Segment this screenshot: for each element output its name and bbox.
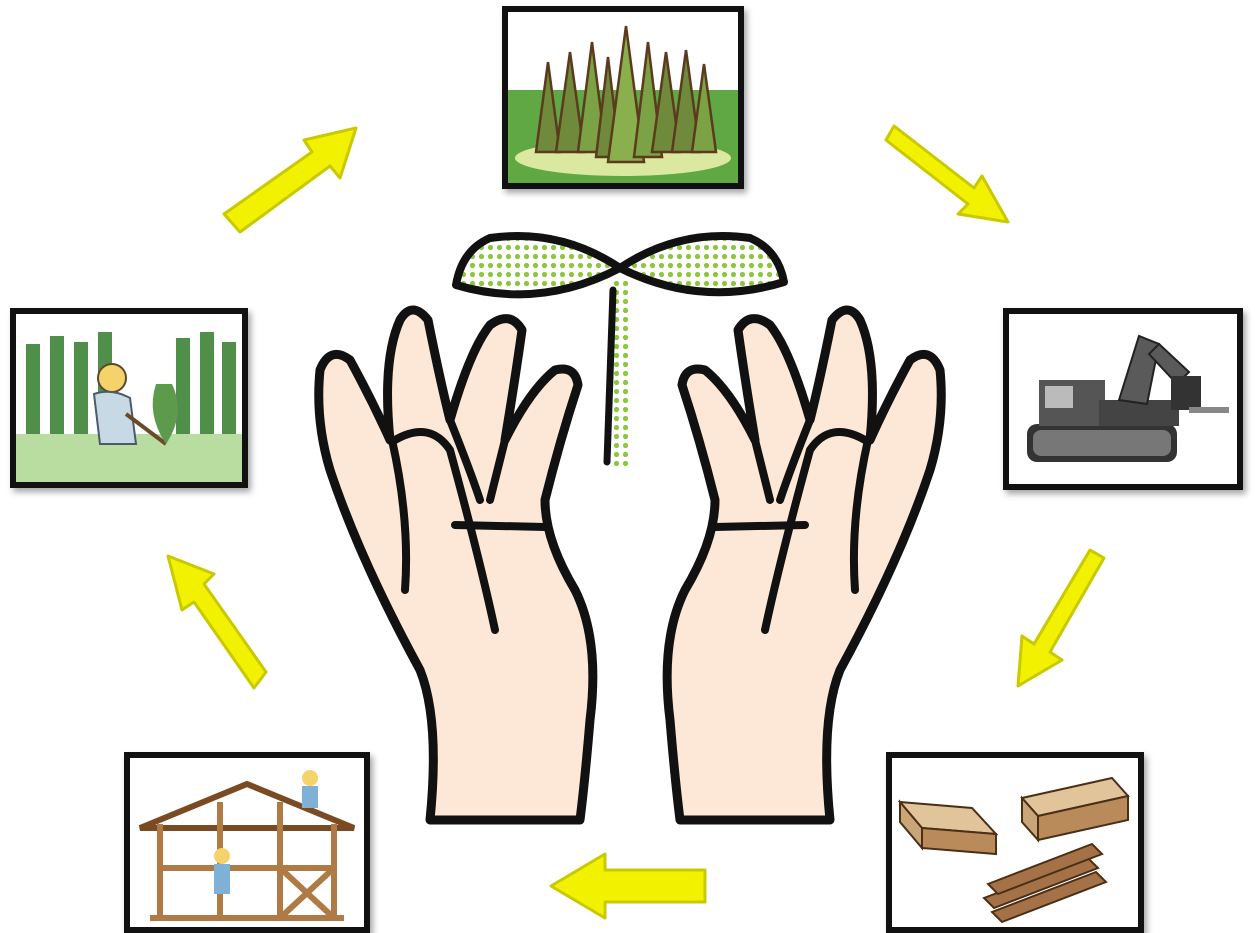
hands-holding-sprout-icon	[300, 220, 960, 830]
cut-lumber-icon	[892, 758, 1138, 927]
arrow-down-right-icon	[876, 110, 1026, 236]
arrow-harvest-to-timber	[1004, 548, 1124, 696]
arrow-plant-to-forest	[214, 118, 362, 246]
arrow-up-left-icon	[150, 548, 274, 704]
timber-image	[886, 752, 1144, 933]
wooden-house-frame-icon	[130, 758, 364, 927]
forest-image	[502, 6, 744, 189]
right-hand-icon	[667, 310, 941, 820]
arrow-down-left-icon	[1004, 548, 1124, 696]
arrow-timber-to-house	[545, 848, 711, 922]
arrow-house-to-plant	[150, 548, 274, 704]
house-construction-image	[124, 752, 370, 933]
forestry-harvester-icon	[1009, 314, 1237, 484]
arrow-forest-to-harvest	[876, 110, 1026, 236]
arrow-left-icon	[545, 848, 711, 922]
tree-planting-image	[10, 308, 248, 488]
planting-worker-icon	[16, 314, 242, 482]
conifer-forest-icon	[508, 12, 738, 183]
left-hand-icon	[319, 310, 593, 820]
arrow-up-right-icon	[214, 118, 362, 246]
harvester-image	[1003, 308, 1243, 490]
